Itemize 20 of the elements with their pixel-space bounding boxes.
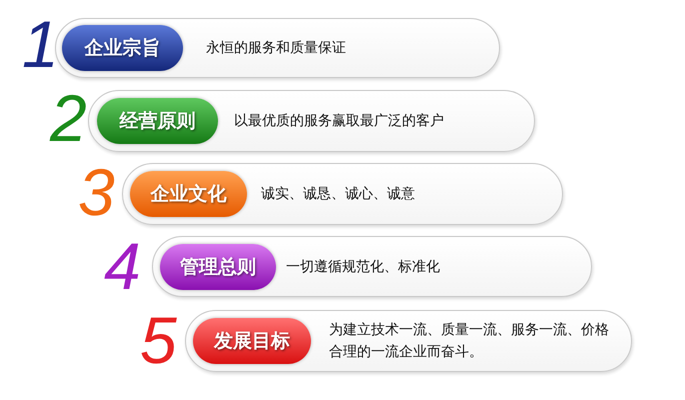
rounded-panel (185, 310, 632, 372)
title-pill: 企业宗旨 (62, 25, 183, 71)
rounded-panel (152, 236, 592, 297)
step-number: 2 (50, 88, 87, 148)
description-text: 为建立技术一流、质量一流、服务一流、价格合理的一流企业而奋斗。 (329, 321, 610, 362)
rounded-panel (122, 163, 563, 225)
title-pill: 经营原则 (97, 98, 218, 144)
rounded-panel (55, 18, 500, 78)
title-pill: 企业文化 (130, 171, 247, 217)
step-number: 1 (22, 14, 59, 74)
step-number: 4 (104, 236, 141, 296)
description-text: 一切遵循规范化、标准化 (286, 258, 441, 276)
rounded-panel (88, 90, 535, 152)
step-number: 5 (140, 310, 177, 370)
description-text: 永恒的服务和质量保证 (206, 39, 347, 58)
description-text: 诚实、诚恳、诚心、诚意 (261, 185, 416, 204)
title-pill: 管理总则 (160, 244, 276, 290)
step-number: 3 (78, 162, 115, 222)
description-text: 以最优质的服务赢取最广泛的客户 (234, 112, 445, 131)
title-pill: 发展目标 (193, 318, 311, 364)
